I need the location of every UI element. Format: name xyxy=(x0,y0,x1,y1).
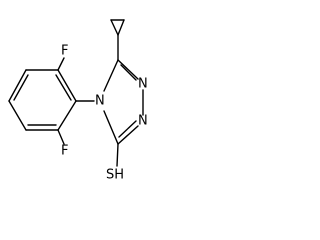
bond xyxy=(57,129,65,145)
triazole-ring xyxy=(103,59,144,145)
nitrogen-atom-label: N xyxy=(138,77,148,92)
phenyl-ring xyxy=(8,69,77,131)
fluorine-atom-label: F xyxy=(61,44,68,59)
fluorine-atom-label: F xyxy=(61,144,68,159)
bond xyxy=(118,120,137,138)
bond xyxy=(120,64,137,81)
nitrogen-atom-label: N xyxy=(138,114,148,129)
bond xyxy=(117,19,125,36)
bond xyxy=(13,74,29,101)
bond xyxy=(8,69,27,102)
molecule-structure: F F N N N SH xyxy=(8,19,148,183)
bond xyxy=(8,100,27,131)
bond xyxy=(55,74,72,101)
bond xyxy=(57,100,77,131)
bond xyxy=(57,57,65,71)
bond xyxy=(103,59,119,92)
cyclopropyl-ring xyxy=(110,19,125,36)
bond xyxy=(117,59,139,80)
nitrogen-atom-label: N xyxy=(95,94,105,109)
bond xyxy=(117,125,139,145)
bond xyxy=(57,69,77,102)
bond xyxy=(110,19,119,36)
bond xyxy=(116,143,119,167)
thiol-group-label: SH xyxy=(106,168,124,183)
bond xyxy=(103,110,119,145)
